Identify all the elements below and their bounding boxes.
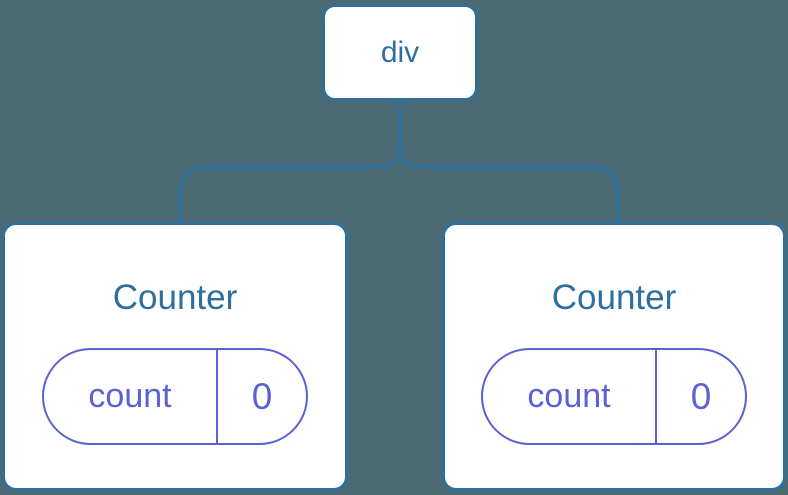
state-value-label: 0: [251, 375, 273, 417]
root-node-label: div: [380, 35, 420, 69]
tree-node-root: div: [322, 4, 478, 101]
tree-connector-left-branch: [178, 101, 402, 226]
component-name-label: Counter: [551, 278, 677, 317]
state-pill: count 0: [481, 348, 747, 445]
tree-node-counter-left: Counter count 0: [2, 222, 348, 491]
tree-connector-right-branch: [398, 144, 620, 226]
component-name-label: Counter: [112, 278, 238, 317]
tree-node-counter-right: Counter count 0: [442, 222, 786, 491]
state-key-label: count: [483, 350, 657, 443]
state-pill: count 0: [42, 348, 308, 445]
state-value-label: 0: [690, 375, 712, 417]
state-key-label: count: [44, 350, 218, 443]
